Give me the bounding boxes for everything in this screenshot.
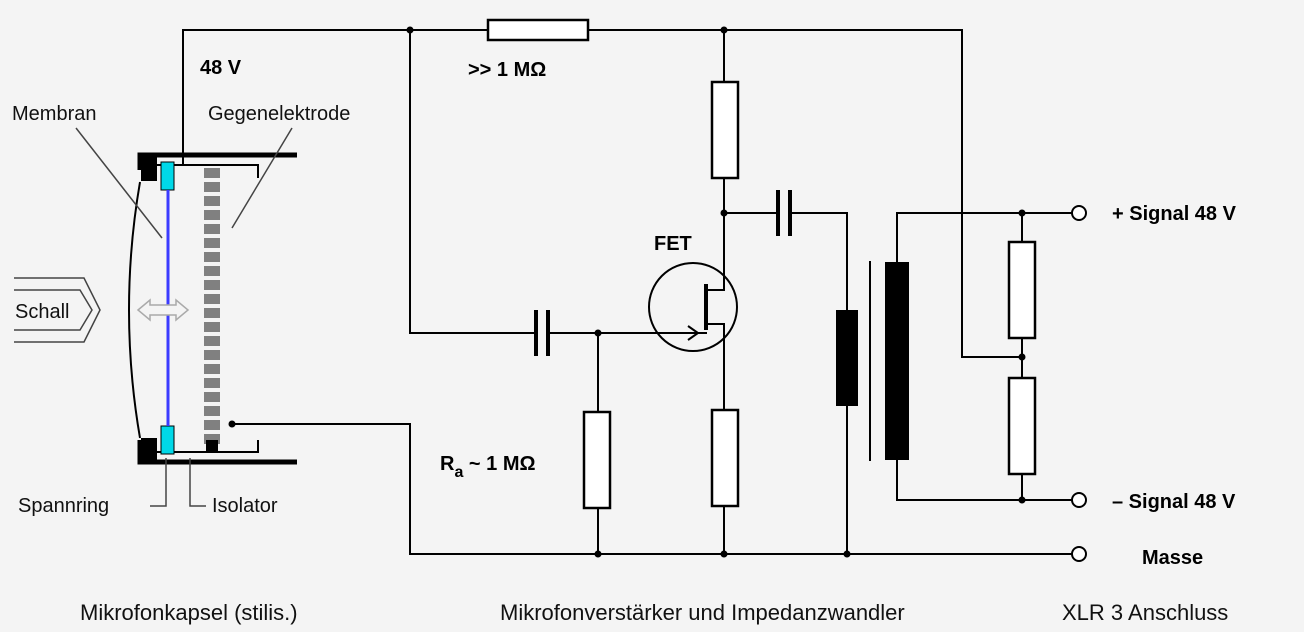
schall-arrow-inner: [14, 289, 93, 331]
housing-bottom-block: [141, 438, 157, 462]
spannring-leader: [150, 458, 167, 507]
resistors: [486, 18, 1037, 510]
junction: [1018, 209, 1026, 217]
resistor-divider-bottom: [1007, 376, 1037, 476]
secondary-winding: [885, 262, 909, 460]
terminal-masse: [1071, 546, 1087, 562]
housing-bottom-inner: [156, 440, 259, 453]
capacitors: [534, 190, 792, 356]
schall-arrow: [14, 277, 101, 343]
label-ra-value: ~ 1 MΩ: [463, 453, 535, 475]
junction: [594, 550, 602, 558]
housing-top-inner: [156, 164, 259, 178]
label-signal-plus: + Signal 48 V: [1112, 203, 1237, 225]
junction: [228, 420, 236, 428]
label-membran: Membran: [12, 103, 96, 125]
isolator-leader: [189, 458, 206, 507]
housing-bottom: [137, 440, 297, 465]
junctions: [228, 26, 1026, 558]
mic-capsule: [14, 127, 297, 507]
labels: 48 V >> 1 MΩ Membran Gegenelektrode FET …: [12, 57, 1237, 569]
fet-circle: [648, 262, 738, 352]
junction: [1018, 353, 1026, 361]
junction: [843, 550, 851, 558]
caption-capsule: Mikrofonkapsel (stilis.): [80, 600, 298, 625]
spannring-bottom: [160, 425, 175, 455]
caption-amplifier: Mikrofonverstärker und Impedanzwandler: [500, 600, 905, 625]
transformer: [836, 261, 909, 461]
primary-winding: [836, 310, 858, 406]
housing-top: [137, 152, 297, 170]
spannring-top: [160, 161, 175, 191]
label-resistor-top: >> 1 MΩ: [468, 59, 546, 81]
junction: [720, 550, 728, 558]
label-isolator: Isolator: [212, 495, 278, 517]
wires: [182, 29, 1073, 555]
resistor-drain: [710, 80, 740, 180]
label-signal-minus: – Signal 48 V: [1112, 491, 1236, 513]
housing-top-block: [141, 157, 157, 181]
resistor-source: [710, 408, 740, 508]
resistor-divider-top: [1007, 240, 1037, 340]
label-masse: Masse: [1142, 547, 1203, 569]
vibration-arrow: [136, 298, 190, 322]
caption-xlr: XLR 3 Anschluss: [1062, 600, 1228, 625]
label-48v: 48 V: [200, 57, 242, 79]
label-ra-base: R: [440, 453, 455, 475]
label-fet: FET: [654, 233, 692, 255]
resistor-top: [486, 18, 590, 42]
counter-electrode-foot: [206, 440, 218, 452]
terminal-signal-minus: [1071, 492, 1087, 508]
junction: [406, 26, 414, 34]
label-spannring: Spannring: [18, 495, 109, 517]
resistor-ra: [582, 410, 612, 510]
fet-gate-arrow: [687, 325, 700, 341]
fet-symbol: [648, 262, 738, 383]
xlr-terminals: [1071, 205, 1087, 562]
terminal-signal-plus: [1071, 205, 1087, 221]
label-ra: Ra ~ 1 MΩ: [440, 453, 536, 481]
label-ra-sub: a: [454, 464, 463, 481]
label-gegenelektrode: Gegenelektrode: [208, 103, 350, 125]
junction: [1018, 496, 1026, 504]
gegenelektrode-leader: [231, 127, 293, 229]
junction: [594, 329, 602, 337]
junction: [720, 26, 728, 34]
label-schall: Schall: [15, 301, 69, 323]
capsule-front-curve: [128, 181, 141, 439]
junction: [720, 209, 728, 217]
captions: Mikrofonkapsel (stilis.) Mikrofonverstär…: [80, 600, 1228, 625]
membran-leader: [75, 127, 163, 239]
